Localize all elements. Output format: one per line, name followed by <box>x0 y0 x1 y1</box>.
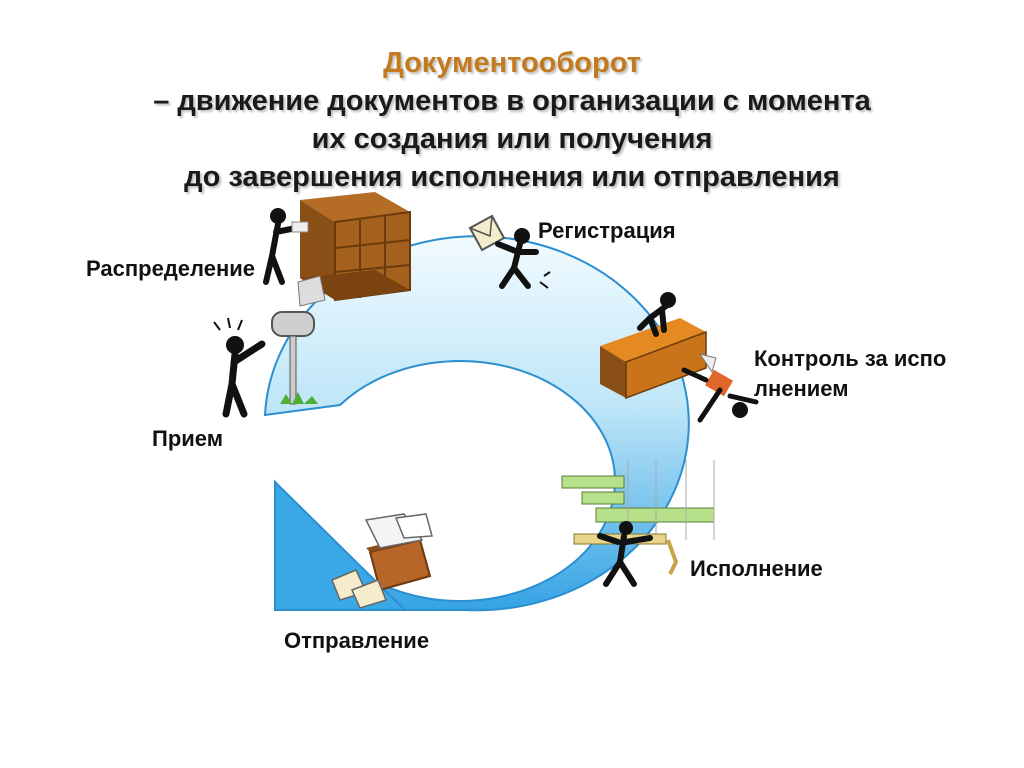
envelope-runner-icon <box>468 214 551 289</box>
desk-inspector-icon <box>600 292 759 423</box>
stage-label-registration: Регистрация <box>538 218 676 243</box>
title-line-1: – движение документов в организации с мо… <box>153 85 871 117</box>
stage-label-execution: Исполнение <box>690 556 823 581</box>
stage-label-control: Контроль за исполнением <box>754 346 947 401</box>
cycle-arrow-head <box>274 479 408 611</box>
stage-label-receipt: Прием <box>152 426 223 451</box>
title-heading: Документооборот <box>383 47 641 79</box>
title-line-2: их создания или получения <box>311 123 713 155</box>
stage-label-distribution: Распределение <box>86 256 255 281</box>
mailbox-person-icon <box>213 311 318 418</box>
title-line-3: до завершения исполнения или отправления <box>184 161 840 193</box>
stage-label-dispatch: Отправление <box>284 628 430 653</box>
step-climber-icon <box>561 460 715 587</box>
diagram-title: Документооборот – движение документов в … <box>0 44 1024 196</box>
outgoing-box-icon <box>331 513 433 609</box>
sorting-shelf-icon <box>263 192 411 307</box>
